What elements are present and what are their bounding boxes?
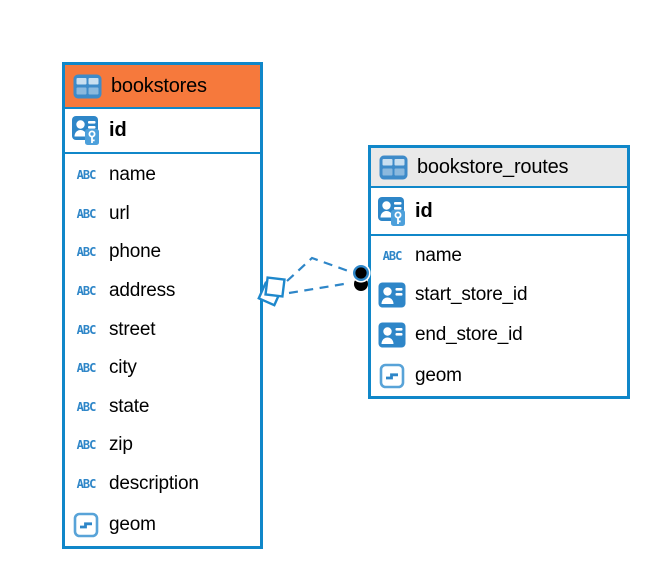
column-name: state: [109, 395, 150, 417]
table-row[interactable]: ABC address: [65, 272, 260, 311]
table-node-bookstores[interactable]: bookstores id ABC nam: [62, 62, 263, 549]
table-row[interactable]: ABC description: [65, 465, 260, 504]
table-row[interactable]: id: [371, 188, 627, 234]
column-name: phone: [109, 241, 161, 263]
text-type-icon: ABC: [382, 249, 403, 264]
divider: [371, 234, 627, 236]
primary-key-icon: [71, 115, 101, 146]
relationship-line: [288, 281, 351, 295]
geometry-type-icon: [71, 512, 101, 538]
table-row[interactable]: id: [65, 109, 260, 152]
text-type-icon: ABC: [76, 477, 97, 492]
table-row[interactable]: ABC phone: [65, 233, 260, 272]
table-icon: [72, 74, 102, 99]
column-name: street: [109, 318, 156, 340]
table-row[interactable]: start_store_id: [371, 275, 627, 316]
table-row[interactable]: ABC name: [371, 238, 627, 275]
text-type-icon: ABC: [76, 168, 97, 183]
column-name: geom: [109, 513, 156, 535]
divider: [65, 107, 260, 109]
column-name: id: [415, 199, 433, 222]
table-header-bookstores[interactable]: bookstores: [65, 65, 260, 107]
reference-type-icon: [377, 282, 407, 308]
table-row[interactable]: ABC state: [65, 388, 260, 427]
column-name: name: [415, 245, 462, 267]
column-name: description: [109, 473, 199, 495]
column-name: url: [109, 202, 130, 224]
relationship-line: [286, 256, 352, 282]
divider: [371, 186, 627, 188]
text-type-icon: ABC: [76, 438, 97, 453]
column-name: city: [109, 357, 137, 379]
table-row[interactable]: ABC name: [65, 156, 260, 195]
geometry-type-icon: [377, 363, 407, 389]
table-row[interactable]: ABC city: [65, 349, 260, 388]
table-row[interactable]: ABC street: [65, 310, 260, 349]
text-type-icon: ABC: [76, 361, 97, 376]
divider: [65, 152, 260, 154]
table-row[interactable]: ABC zip: [65, 426, 260, 465]
table-header-bookstore-routes[interactable]: bookstore_routes: [371, 148, 627, 186]
column-name: geom: [415, 364, 462, 386]
reference-type-icon: [377, 322, 407, 348]
table-title: bookstores: [111, 74, 207, 97]
column-name: start_store_id: [415, 283, 528, 305]
table-row[interactable]: geom: [371, 356, 627, 397]
column-name: zip: [109, 434, 133, 456]
column-name: address: [109, 280, 176, 302]
table-icon: [378, 155, 408, 180]
table-node-bookstore-routes[interactable]: bookstore_routes id ABC: [368, 145, 630, 399]
column-name: id: [109, 119, 127, 141]
text-type-icon: ABC: [76, 284, 97, 299]
text-type-icon: ABC: [76, 245, 97, 260]
column-name: name: [109, 164, 156, 186]
text-type-icon: ABC: [76, 206, 97, 221]
table-row[interactable]: geom: [65, 503, 260, 546]
table-row[interactable]: ABC url: [65, 195, 260, 234]
text-type-icon: ABC: [76, 322, 97, 337]
column-name: end_store_id: [415, 324, 523, 346]
text-type-icon: ABC: [76, 399, 97, 414]
primary-key-icon: [377, 196, 407, 227]
table-title: bookstore_routes: [417, 155, 569, 178]
table-row[interactable]: end_store_id: [371, 315, 627, 356]
